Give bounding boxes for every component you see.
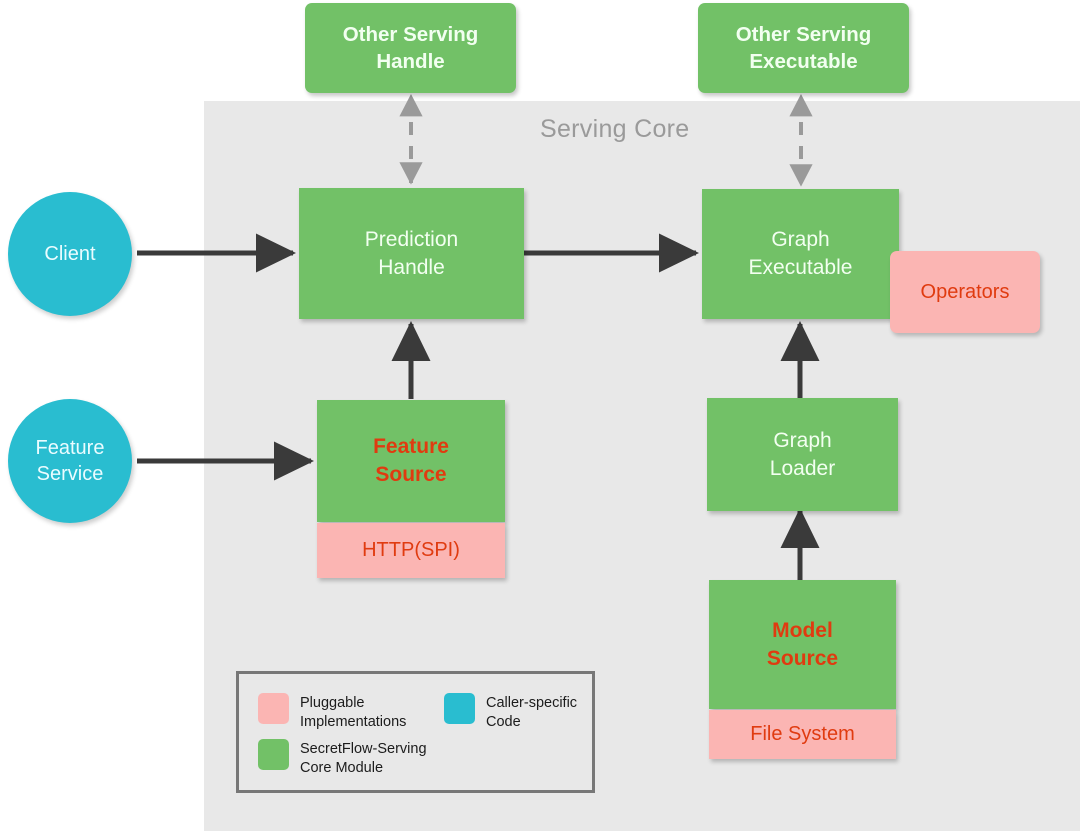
node-label-line: Loader: [769, 456, 836, 480]
node-label-line: Source: [766, 646, 839, 670]
legend-label-line: SecretFlow-Serving: [300, 741, 427, 757]
node-feature-source[interactable]: Feature Source: [317, 400, 505, 522]
legend-label-line: Implementations: [300, 713, 407, 730]
node-label-line: HTTP(SPI): [362, 539, 460, 562]
node-label-line: Graph: [773, 428, 832, 452]
legend-item-secretflow-serving-core-module: SecretFlow-Serving Core Module: [258, 739, 427, 777]
legend-item-label: Pluggable Implementations: [300, 693, 406, 731]
node-label-line: Prediction: [364, 227, 459, 251]
node-label-line: Feature: [373, 435, 449, 459]
legend-swatch-teal-icon: [444, 693, 475, 724]
node-label-line: Service: [36, 463, 104, 485]
node-operators[interactable]: Operators: [890, 251, 1040, 333]
legend-swatch-green-icon: [258, 739, 289, 770]
node-label-line: Graph: [771, 228, 830, 252]
serving-core-label: Serving Core: [540, 115, 690, 143]
node-client[interactable]: Client: [8, 192, 132, 316]
legend-item-label: SecretFlow-Serving Core Module: [300, 739, 427, 777]
legend-swatch-pink-icon: [258, 693, 289, 724]
node-label-line: Executable: [749, 50, 858, 73]
legend-label-line: Pluggable: [300, 695, 365, 711]
node-label-line: File System: [750, 723, 855, 746]
node-prediction-handle[interactable]: Prediction Handle: [299, 188, 524, 319]
legend-item-caller-specific-code: Caller-specific Code: [444, 693, 577, 731]
node-label-line: Other Serving: [342, 22, 479, 46]
legend-label-line: Code: [486, 713, 521, 730]
legend-item-label: Caller-specific Code: [486, 693, 577, 731]
node-graph-loader[interactable]: Graph Loader: [707, 398, 898, 511]
node-label-line: Other Serving: [735, 22, 872, 46]
legend-item-pluggable-implementations: Pluggable Implementations: [258, 693, 406, 731]
node-other-serving-executable[interactable]: Other Serving Executable: [698, 3, 909, 93]
node-label-line: Executable: [748, 256, 853, 279]
node-graph-executable[interactable]: Graph Executable: [702, 189, 899, 319]
node-label-line: Feature: [35, 437, 105, 459]
legend-label-line: Caller-specific: [486, 695, 578, 711]
legend-label-line: Core Module: [300, 759, 384, 776]
node-label-line: Handle: [376, 50, 445, 73]
node-label-line: Model: [772, 618, 833, 642]
node-model-source[interactable]: Model Source: [709, 580, 896, 709]
node-label-line: Client: [44, 243, 96, 265]
node-feature-service[interactable]: Feature Service: [8, 399, 132, 523]
node-http-spi[interactable]: HTTP(SPI): [317, 523, 505, 578]
node-label-line: Handle: [378, 255, 445, 279]
node-other-serving-handle[interactable]: Other Serving Handle: [305, 3, 516, 93]
legend: Pluggable Implementations Caller-specifi…: [236, 671, 595, 793]
node-label-line: Operators: [920, 280, 1010, 303]
node-label-line: Source: [375, 463, 447, 486]
node-file-system[interactable]: File System: [709, 710, 896, 759]
